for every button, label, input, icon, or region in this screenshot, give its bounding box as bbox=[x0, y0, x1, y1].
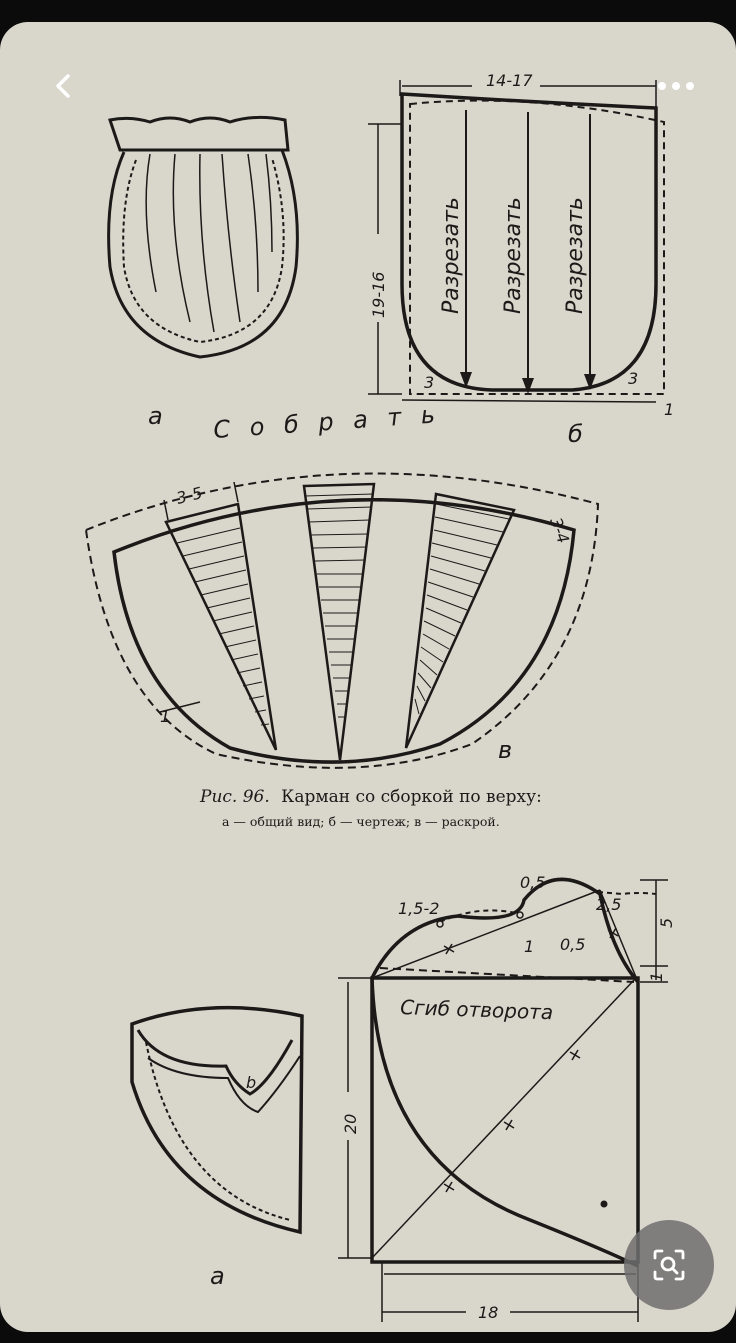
drawing-b-seam-mark: 1 bbox=[664, 400, 674, 419]
gather-label: С о б р а т ь bbox=[212, 400, 441, 444]
cut-label-2: Разрезать bbox=[501, 197, 526, 314]
wedge-1 bbox=[164, 502, 278, 751]
more-dots-icon bbox=[655, 82, 697, 90]
drawing-b-corner-mark-right: 3 bbox=[628, 369, 638, 388]
cut-label-1: Разрезать bbox=[439, 197, 464, 314]
drawing-v-cut-layout bbox=[84, 472, 600, 769]
drawing-a-label: а bbox=[148, 402, 163, 430]
fold-label: Сгиб отворота bbox=[400, 995, 554, 1024]
wedge-2 bbox=[302, 482, 376, 761]
dim-1-5-2: 1,5-2 bbox=[398, 899, 439, 918]
drawing-v-left-dim: 3-5 bbox=[174, 483, 204, 508]
drawing-v-right-dim: 3-4 bbox=[546, 515, 573, 546]
figure-97-flap-mark: b bbox=[246, 1073, 256, 1092]
drawing-b-pocket-pattern bbox=[368, 80, 665, 403]
chevron-left-icon bbox=[56, 74, 70, 98]
figure-97-drawing-b-label: б bbox=[504, 1330, 519, 1332]
image-viewer: а 14-17 19-16 Разрезать Разрезать Разрез… bbox=[0, 22, 736, 1332]
figure-96-title: Карман со сборкой по верху: bbox=[281, 787, 542, 807]
drawing-b-height-dim: 19-16 bbox=[369, 272, 388, 319]
visual-search-button[interactable] bbox=[624, 1220, 714, 1310]
figure-96-number: Рис. 96. bbox=[199, 787, 270, 807]
book-page-scan: а 14-17 19-16 Разрезать Разрезать Разрез… bbox=[84, 71, 676, 1332]
drawing-b-corner-mark-left: 3 bbox=[424, 373, 434, 392]
dim-20: 20 bbox=[341, 1114, 360, 1134]
back-button[interactable] bbox=[40, 62, 88, 110]
figure-96-caption: Рис. 96. Карман со сборкой по верху: bbox=[199, 787, 542, 807]
more-options-button[interactable] bbox=[652, 62, 700, 110]
dim-2-5: 2,5 bbox=[596, 895, 621, 914]
dim-0-5-top: 0,5 bbox=[520, 873, 545, 892]
figure-97-drawing-a-label: а bbox=[210, 1262, 225, 1290]
drawing-b-width-dim: 14-17 bbox=[486, 71, 533, 90]
figure-97-drawing-b bbox=[338, 877, 668, 1322]
drawing-a-gathered-pocket bbox=[107, 115, 299, 359]
dim-1-right: 1 bbox=[647, 972, 666, 982]
figure-97-drawing-a bbox=[130, 1005, 304, 1235]
visual-search-icon bbox=[653, 1249, 685, 1281]
cut-label-3: Разрезать bbox=[563, 197, 588, 314]
drawing-v-label: в bbox=[498, 736, 512, 764]
dim-1-mid: 1 bbox=[524, 937, 534, 956]
dim-5: 5 bbox=[657, 918, 676, 928]
dim-18: 18 bbox=[478, 1303, 498, 1322]
figure-96-legend: а — общий вид; б — чертеж; в — раскрой. bbox=[222, 814, 500, 829]
drawing-b-label: б bbox=[568, 420, 583, 448]
dim-0-5-right: 0,5 bbox=[560, 935, 585, 954]
drawing-v-seam-mark: 1 bbox=[160, 707, 170, 726]
wedge-3 bbox=[404, 492, 516, 749]
